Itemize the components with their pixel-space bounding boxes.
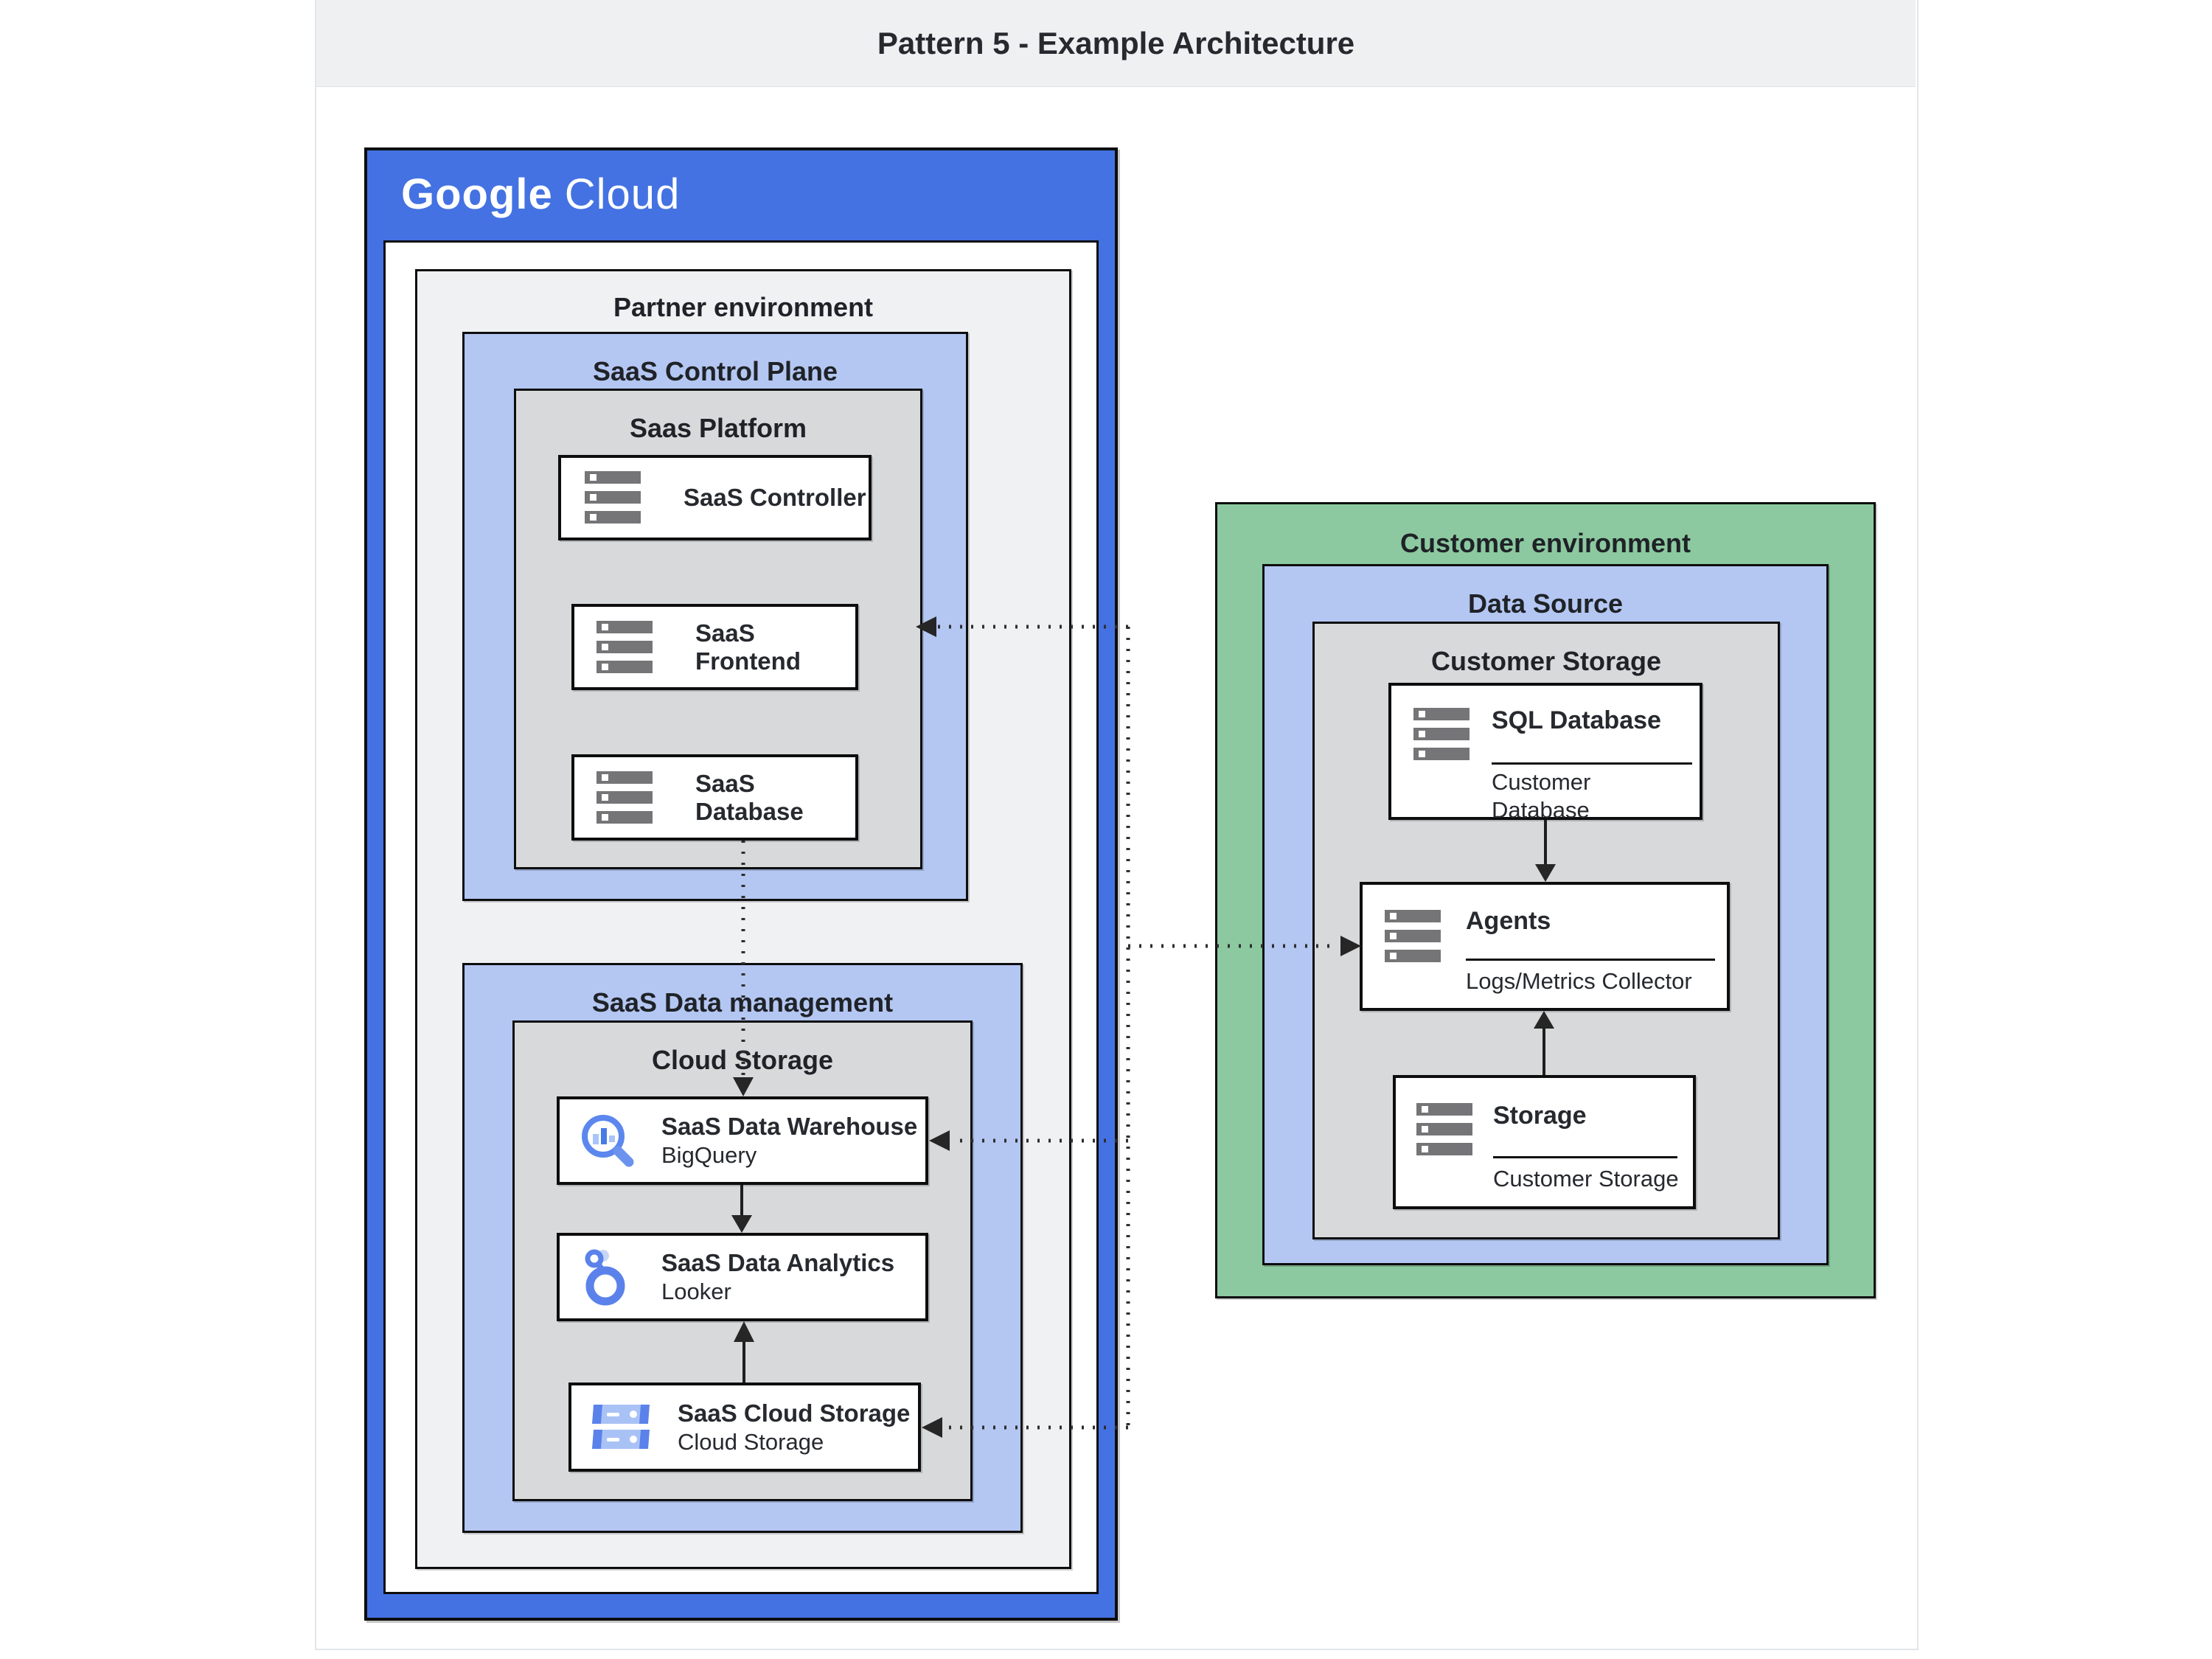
content-frame bbox=[315, 0, 1919, 1650]
saas-controller-node: SaaS Controller bbox=[558, 455, 872, 540]
agents-node: Agents Logs/Metrics Collector bbox=[1360, 882, 1730, 1011]
sql-database-subtitle: Customer Database bbox=[1492, 769, 1591, 823]
page-title: Pattern 5 - Example Architecture bbox=[877, 25, 1355, 60]
cloud-storage-icon bbox=[592, 1404, 650, 1449]
server-icon bbox=[1413, 708, 1470, 760]
google-cloud-logo: Google Cloud bbox=[401, 168, 680, 220]
saas-cloud-storage-title: SaaS Cloud Storage bbox=[678, 1399, 911, 1427]
saas-cloud-storage-product: Cloud Storage bbox=[678, 1428, 824, 1455]
saas-control-plane-label: SaaS Control Plane bbox=[592, 356, 838, 386]
logo-google-text: Google bbox=[401, 170, 553, 218]
saas-controller-label: SaaS Controller bbox=[684, 484, 866, 511]
saas-data-management-label: SaaS Data management bbox=[591, 987, 894, 1018]
saas-data-analytics-title: SaaS Data Analytics bbox=[661, 1249, 895, 1276]
saas-platform-label: Saas Platform bbox=[629, 413, 807, 443]
customer-storage-subtitle: Customer Storage bbox=[1493, 1166, 1679, 1192]
agents-title: Agents bbox=[1466, 907, 1551, 935]
logo-cloud-text: Cloud bbox=[564, 170, 681, 218]
server-icon bbox=[597, 771, 653, 824]
saas-data-warehouse-node: SaaS Data Warehouse BigQuery bbox=[557, 1096, 928, 1185]
title-banner: Pattern 5 - Example Architecture bbox=[316, 0, 1916, 87]
saas-data-analytics-product: Looker bbox=[661, 1279, 731, 1304]
data-source-label: Data Source bbox=[1467, 588, 1624, 619]
divider bbox=[1466, 959, 1715, 961]
saas-database-node: SaaS Database bbox=[571, 754, 858, 841]
server-icon bbox=[1416, 1103, 1472, 1155]
saas-data-analytics-node: SaaS Data Analytics Looker bbox=[557, 1233, 928, 1321]
bigquery-icon bbox=[579, 1112, 636, 1169]
server-icon bbox=[597, 620, 653, 673]
saas-frontend-label: SaaS Frontend bbox=[695, 619, 801, 675]
server-icon bbox=[1385, 910, 1441, 962]
saas-data-warehouse-title: SaaS Data Warehouse bbox=[661, 1113, 918, 1140]
partner-environment-label: Partner environment bbox=[613, 292, 874, 322]
customer-environment-label: Customer environment bbox=[1399, 528, 1691, 558]
sql-database-title: SQL Database bbox=[1492, 706, 1661, 734]
divider bbox=[1493, 1156, 1677, 1158]
customer-storage-panel-label: Customer Storage bbox=[1430, 646, 1662, 676]
looker-icon bbox=[579, 1248, 636, 1306]
divider bbox=[1492, 762, 1692, 765]
saas-cloud-storage-node: SaaS Cloud Storage Cloud Storage bbox=[568, 1382, 921, 1472]
saas-database-label: SaaS Database bbox=[695, 769, 804, 825]
cloud-storage-panel-label: Cloud Storage bbox=[651, 1045, 833, 1075]
saas-frontend-node: SaaS Frontend bbox=[571, 604, 858, 690]
customer-storage-title: Storage bbox=[1493, 1102, 1587, 1130]
agents-subtitle: Logs/Metrics Collector bbox=[1466, 968, 1692, 994]
sql-database-node: SQL Database Customer Database bbox=[1388, 683, 1703, 823]
saas-data-warehouse-product: BigQuery bbox=[661, 1142, 757, 1168]
customer-storage-node: Storage Customer Storage bbox=[1393, 1075, 1696, 1209]
server-icon bbox=[585, 471, 641, 524]
